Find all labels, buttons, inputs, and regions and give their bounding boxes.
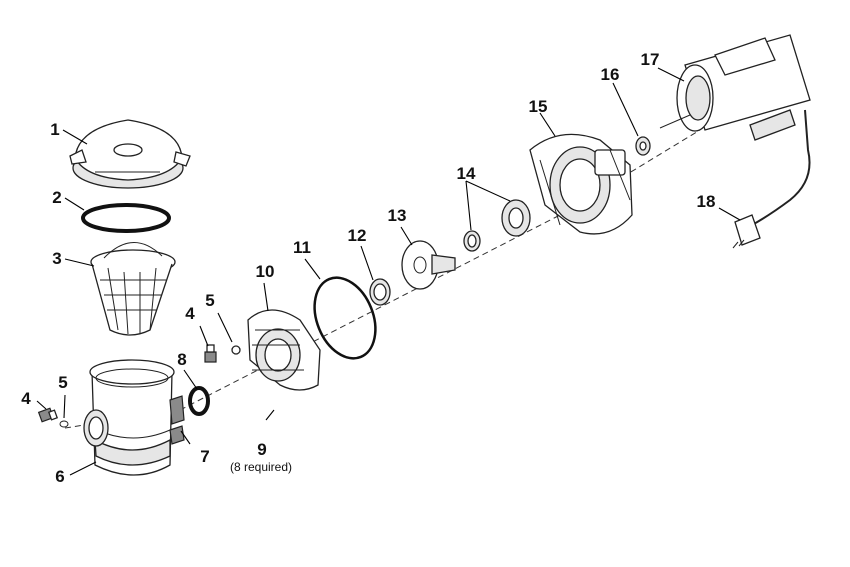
callout-15: 15 [528, 97, 548, 116]
callout-7: 7 [200, 447, 210, 466]
part-9-quantity-note: (8 required) [229, 460, 293, 474]
part-1-lid [69, 119, 191, 189]
part-5-o-ring-left [59, 420, 69, 428]
callout-4-right: 4 [185, 304, 195, 323]
callout-3: 3 [52, 249, 62, 268]
callout-2: 2 [52, 188, 62, 207]
callout-6: 6 [55, 467, 65, 486]
leader-4-left [36, 400, 47, 410]
part-2-lid-o-ring [81, 203, 171, 233]
callout-4-left: 4 [21, 389, 31, 408]
part-14-shaft-seal [463, 199, 531, 252]
part-5-o-ring-right [231, 345, 241, 355]
part-12-ring [369, 278, 391, 306]
callout-1: 1 [50, 120, 60, 139]
part-4-drain-plug-right [204, 344, 217, 363]
part-17-motor [659, 34, 811, 141]
leader-8 [183, 369, 198, 390]
leader-3 [64, 258, 95, 267]
leader-11 [304, 258, 321, 280]
callout-8: 8 [177, 350, 187, 369]
callout-11: 11 [293, 238, 311, 257]
part-11-housing-o-ring [313, 276, 377, 360]
leader-13 [400, 226, 413, 246]
callout-17: 17 [640, 50, 660, 69]
leader-lines [36, 67, 741, 476]
leader-16 [612, 82, 639, 137]
part-16-shaft-ring [635, 136, 651, 156]
part-8-gasket [188, 386, 210, 416]
leader-4-right [199, 325, 209, 347]
leader-1 [62, 129, 88, 145]
leader-6 [69, 461, 97, 476]
leader-17 [657, 67, 685, 82]
leader-18 [718, 207, 741, 221]
callout-5-right: 5 [205, 291, 215, 310]
part-15-pump-housing [529, 133, 633, 235]
callout-9: 9 [257, 440, 267, 459]
callout-13: 13 [387, 206, 407, 225]
part-6-strainer-housing [83, 359, 185, 476]
callout-12: 12 [347, 226, 367, 245]
part-4-drain-plug-left [37, 407, 59, 423]
leader-2 [64, 197, 85, 211]
part-18-power-cord [732, 109, 811, 249]
leader-5-right [217, 312, 233, 343]
callout-18: 18 [696, 192, 716, 211]
leader-15 [539, 112, 556, 137]
leader-12 [360, 245, 374, 281]
leader-10 [263, 282, 269, 312]
leader-5-left [63, 394, 66, 419]
callout-10: 10 [255, 262, 275, 281]
callout-5-left: 5 [58, 373, 68, 392]
part-3-basket [90, 242, 176, 336]
part-10-seal-plate [247, 309, 321, 391]
part-9-screw [265, 409, 275, 421]
part-7-lead [180, 430, 191, 445]
callout-16: 16 [600, 65, 620, 84]
leader-14 [465, 180, 511, 231]
part-13-impeller [401, 240, 456, 290]
callout-14: 14 [456, 164, 476, 183]
